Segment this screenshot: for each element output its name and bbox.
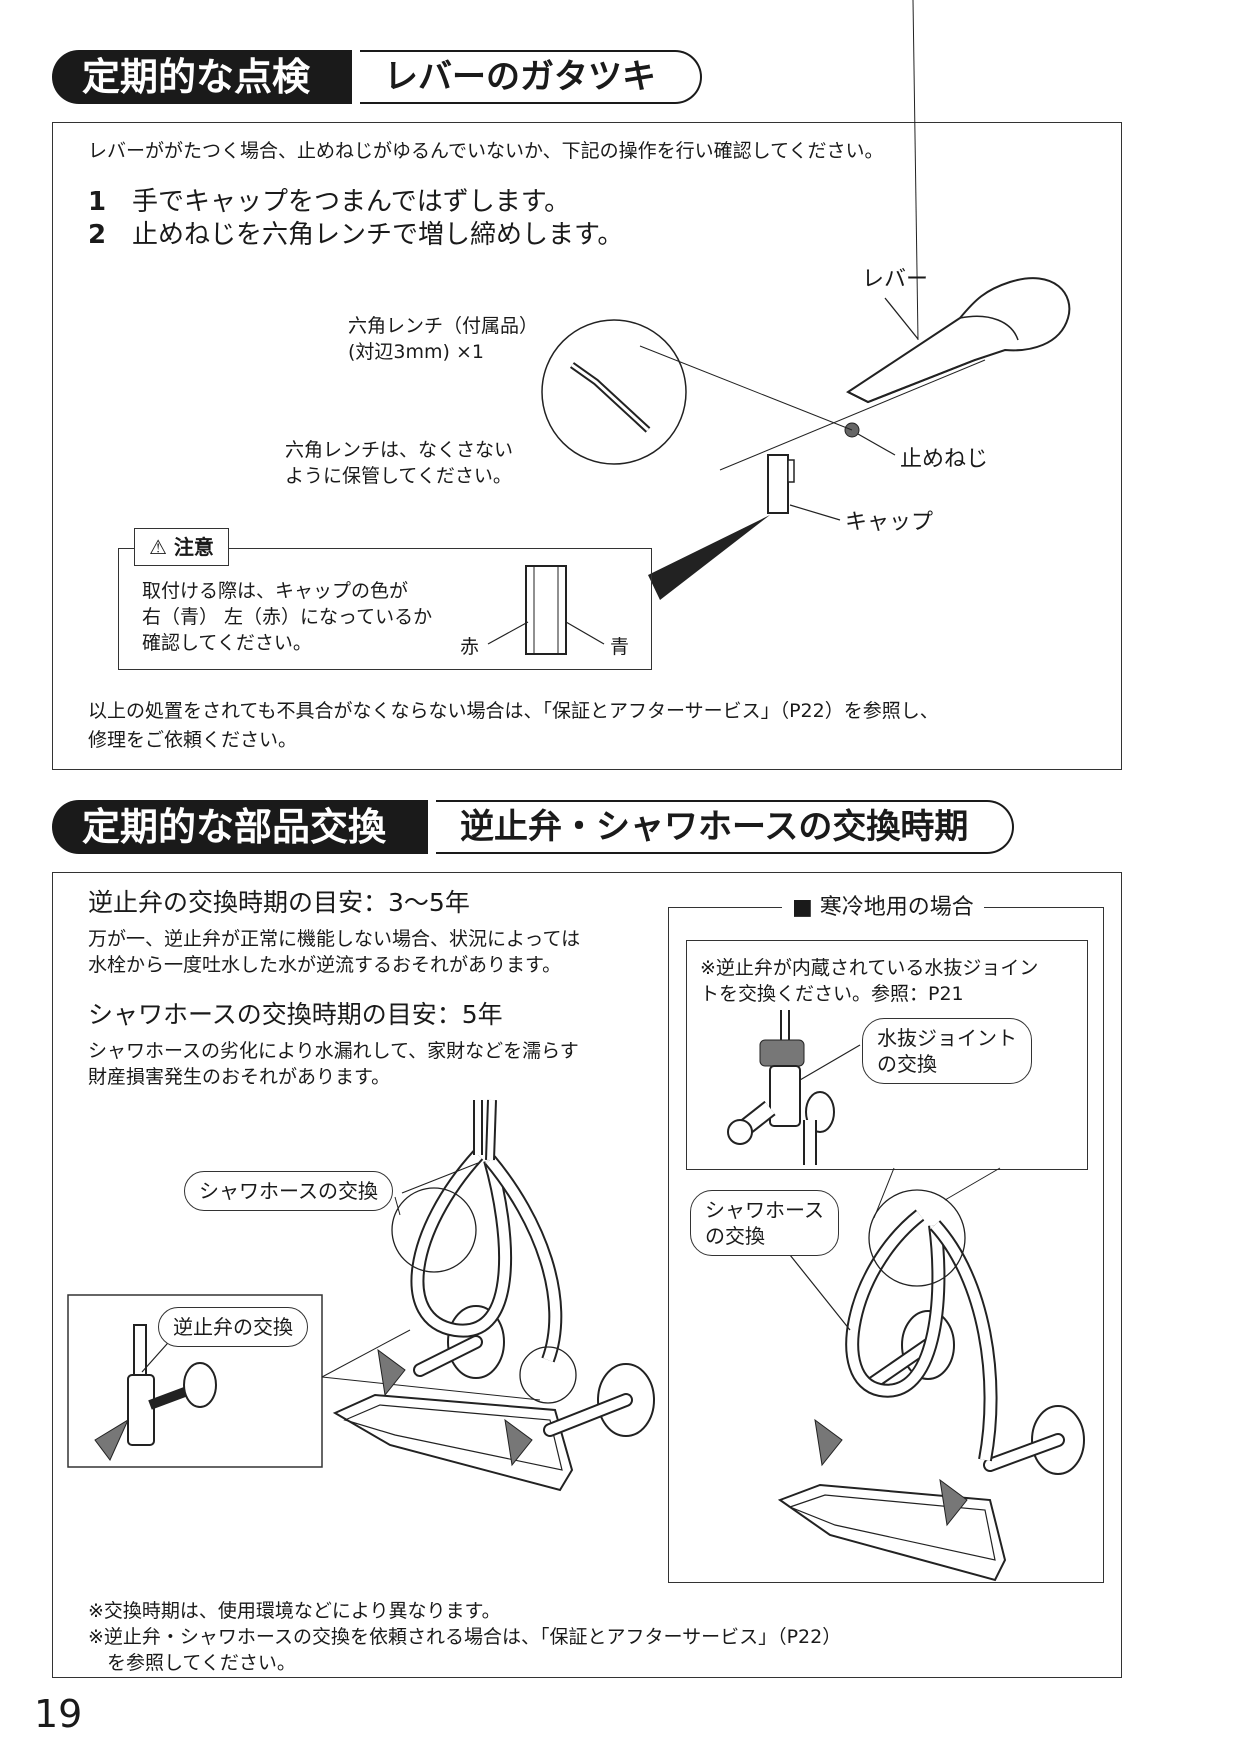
note-1: ※交換時期は、使用環境などにより異なります。 [88,1600,501,1622]
section2-header: 定期的な部品交換 逆止弁・シャワホースの交換時期 [52,800,1015,854]
callout-cold-hose-line-2: の交換 [705,1224,765,1248]
caution-line-3: 確認してください。 [142,632,312,654]
hose-heading: シャワホースの交換時期の目安：5年 [88,1000,503,1029]
callout-drain-joint: 水抜ジョイント の交換 [862,1018,1032,1084]
callout-hose-replacement: シャワホースの交換 [184,1171,393,1211]
section1-header: 定期的な点検 レバーのガタツキ [52,50,703,104]
check-valve-heading: 逆止弁の交換時期の目安：3〜5年 [88,888,470,917]
check-valve-line-2: 水栓から一度吐水した水が逆流するおそれがあります。 [88,954,562,976]
caution-line-1: 取付ける際は、キャップの色が [142,580,409,602]
step-2: 2 止めねじを六角レンチで増し締めします。 [88,218,623,252]
cap-illustration [767,454,789,514]
section1-intro: レバーががたつく場合、止めねじがゆるんでいないか、下記の操作を行い確認してくださ… [88,140,884,162]
keep-label-1: 六角レンチは、なくさない [285,439,514,461]
wrench-zoom-circle [541,319,687,465]
page-number: 19 [34,1692,83,1736]
callout-check-valve-replacement: 逆止弁の交換 [158,1307,308,1347]
hose-line-1: シャワホースの劣化により水漏れして、家財などを濡らす [88,1040,579,1062]
lever-illustration [846,277,1071,404]
section1-subtitle: レバーのガタツキ [360,50,703,104]
caution-box [118,548,652,670]
section2-title: 定期的な部品交換 [52,800,429,854]
note-3: を参照してください。 [88,1652,296,1674]
hose-line-2: 財産損害発生のおそれがあります。 [88,1066,391,1088]
wrench-label-2: (対辺3mm) ×1 [348,341,484,363]
section2-subtitle: 逆止弁・シャワホースの交換時期 [436,800,1015,854]
callout-cold-hose-line-1: シャワホース [705,1198,824,1222]
step-number: 2 [88,220,107,250]
step-text: 手でキャップをつまんではずします。 [132,187,571,217]
set-screw-label: 止めねじ [900,447,989,472]
check-valve-line-1: 万が一、逆止弁が正常に機能しない場合、状況によっては [88,928,581,950]
cold-region-note-2: トを交換ください。参照：P21 [700,983,964,1005]
caution-tag-text: 注意 [173,535,214,559]
caution-pointer [648,515,770,600]
callout-drain-joint-line-1: 水抜ジョイント [877,1026,1017,1050]
keep-label-2: ように保管してください。 [285,465,512,487]
wrench-label-1: 六角レンチ（付属品） [348,315,539,337]
blue-label: 青 [610,636,630,658]
note-2: ※逆止弁・シャワホースの交換を依頼される場合は、「保証とアフターサービス」（P2… [88,1626,842,1648]
section1-title: 定期的な点検 [52,50,353,104]
caution-tag: ⚠ 注意 [134,528,229,566]
warning-icon: ⚠ [149,535,167,559]
lever-label: レバー [862,267,929,292]
cap-label: キャップ [845,510,934,535]
callout-cold-hose: シャワホース の交換 [690,1190,839,1256]
tray-illustration [332,1393,574,1492]
callout-drain-joint-line-2: の交換 [877,1052,937,1076]
step-text: 止めねじを六角レンチで増し締めします。 [132,220,624,250]
section1-footer-2: 修理をご依頼ください。 [88,729,298,751]
cold-region-heading: ■ 寒冷地用の場合 [782,893,984,923]
step-1: 1 手でキャップをつまんではずします。 [88,185,570,219]
step-number: 1 [88,187,107,217]
red-label: 赤 [460,636,480,658]
caution-line-2: 右（青） 左（赤）になっているか [142,606,433,628]
section1-footer-1: 以上の処置をされても不具合がなくならない場合は、「保証とアフターサービス」（P2… [88,700,939,722]
cold-region-note-1: ※逆止弁が内蔵されている水抜ジョイン [700,957,1039,979]
